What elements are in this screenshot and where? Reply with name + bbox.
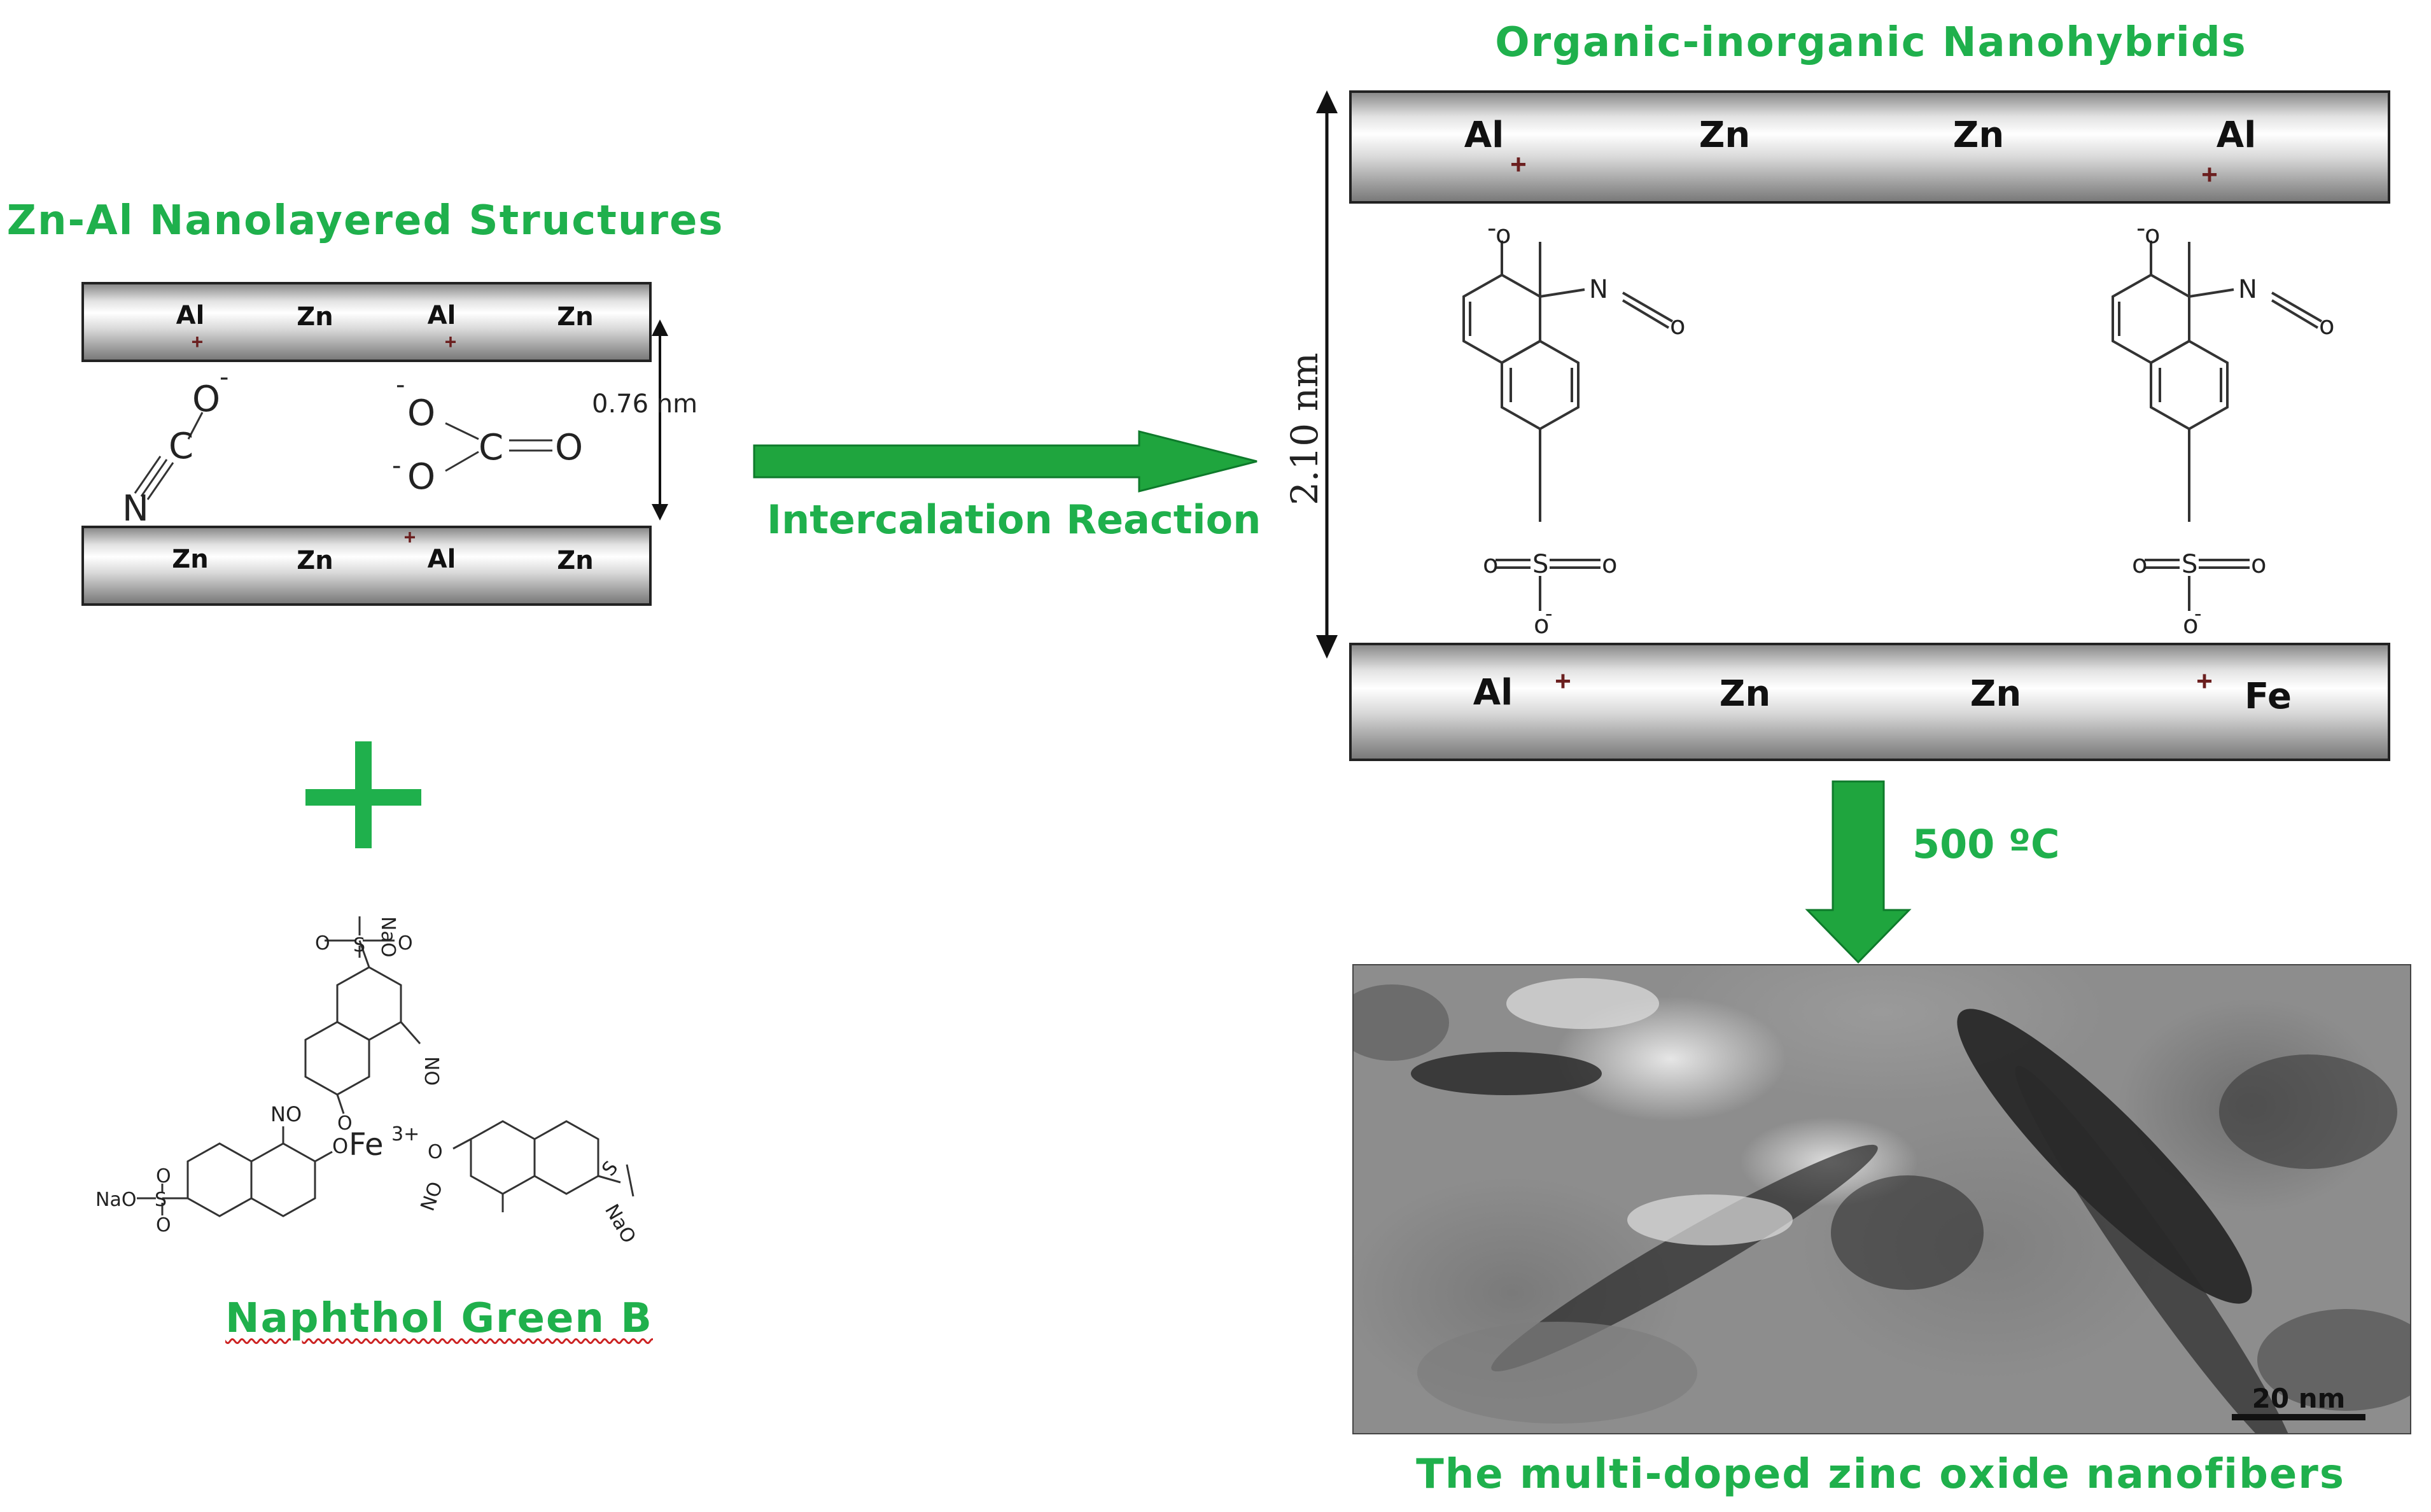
cyanate-anion: N C O - bbox=[122, 363, 228, 529]
metal-label: Zn bbox=[172, 545, 209, 574]
scale-bar-label: 20 nm bbox=[2252, 1383, 2346, 1414]
metal-label: Al bbox=[427, 545, 456, 574]
iron-ion: Fe bbox=[349, 1127, 384, 1163]
atom-o: o bbox=[2319, 311, 2334, 340]
left-top-layer: Al + Zn Al + Zn bbox=[81, 282, 652, 362]
metal-label: Al bbox=[1473, 672, 1513, 713]
metal-label: Zn bbox=[1699, 115, 1751, 156]
sulfonate-group: NaO bbox=[95, 1189, 136, 1211]
left-bottom-layer: Zn Zn + Al Zn bbox=[81, 526, 652, 606]
atom-o: O bbox=[407, 456, 435, 498]
positive-charge: + bbox=[2196, 666, 2213, 697]
atom-o: O bbox=[332, 1134, 348, 1158]
positive-charge: + bbox=[1510, 149, 1527, 180]
positive-charge: + bbox=[444, 330, 457, 353]
atom-o: O bbox=[337, 1112, 353, 1135]
atom-n: N bbox=[122, 488, 149, 529]
left-title: Zn-Al Nanolayered Structures bbox=[6, 197, 724, 244]
tem-micrograph: 20 nm bbox=[1352, 964, 2411, 1434]
charge: - bbox=[392, 451, 401, 480]
atom-o: o bbox=[2145, 220, 2160, 249]
atom-o: O bbox=[398, 932, 413, 955]
atom-o: O bbox=[315, 932, 330, 955]
positive-charge: + bbox=[1555, 666, 1571, 697]
metal-label: Zn bbox=[1970, 673, 2022, 715]
bottom-caption: The multi-doped zinc oxide nanofibers bbox=[1416, 1451, 2345, 1498]
atom-n: N bbox=[2238, 275, 2257, 304]
atom-o: o bbox=[1602, 550, 1617, 579]
atom-s: S bbox=[155, 1189, 167, 1211]
charge: - bbox=[396, 370, 405, 400]
atom-o: O bbox=[156, 1214, 171, 1236]
metal-label: Zn bbox=[557, 302, 594, 332]
atom-o: o bbox=[1483, 550, 1498, 579]
left-spacing-label: 0.76 nm bbox=[592, 389, 698, 419]
charge: - bbox=[2194, 601, 2202, 626]
intercalation-label: Intercalation Reaction bbox=[767, 496, 1261, 543]
atom-o: O bbox=[428, 1141, 443, 1163]
charge: - bbox=[1487, 214, 1496, 243]
metal-label: Zn bbox=[1952, 115, 2005, 156]
atom-o: o bbox=[1670, 311, 1685, 340]
atom-o: O bbox=[555, 427, 583, 468]
atom-n: N bbox=[1589, 275, 1608, 304]
right-bottom-layer: Al + Zn Zn + Fe bbox=[1349, 643, 2390, 761]
atom-s: S bbox=[1532, 550, 1548, 579]
positive-charge: + bbox=[2201, 159, 2218, 190]
metal-label: Zn bbox=[297, 546, 333, 575]
atom-o: o bbox=[2183, 610, 2198, 640]
iron-charge: 3+ bbox=[391, 1123, 419, 1145]
sulfonate-group: NaO bbox=[377, 916, 399, 957]
intercalated-anion-left bbox=[1462, 241, 1673, 611]
positive-charge: + bbox=[403, 526, 416, 549]
atom-c: C bbox=[479, 427, 503, 468]
temperature-label: 500 ºC bbox=[1912, 821, 2060, 867]
atom-o: o bbox=[2132, 550, 2147, 579]
metal-label: Al bbox=[176, 301, 205, 330]
metal-label: Al bbox=[1464, 115, 1504, 156]
carbonate-anion: O - C O O - bbox=[392, 370, 583, 498]
nanofiber-texture bbox=[1354, 978, 2410, 1433]
atom-o: O bbox=[407, 393, 435, 434]
charge: - bbox=[2136, 214, 2145, 243]
right-top-layer: Al + Zn Zn Al + bbox=[1349, 90, 2390, 204]
metal-label: Zn bbox=[297, 302, 333, 332]
positive-charge: + bbox=[191, 330, 204, 353]
atom-o: o bbox=[2251, 550, 2266, 579]
atom-o: o bbox=[1496, 220, 1511, 249]
metal-label: Al bbox=[2216, 115, 2257, 156]
atom-s: S bbox=[2182, 550, 2197, 579]
charge: - bbox=[220, 363, 228, 392]
atom-o: o bbox=[1534, 610, 1549, 640]
nitroso-group: NO bbox=[420, 1056, 442, 1086]
charge: - bbox=[1545, 601, 1553, 626]
atom-c: C bbox=[169, 426, 193, 467]
atom-o: O bbox=[156, 1165, 171, 1187]
right-title: Organic-inorganic Nanohybrids bbox=[1495, 19, 2247, 66]
intercalated-anion-right bbox=[2112, 241, 2322, 611]
naphthol-green-b-label: Naphthol Green B bbox=[225, 1295, 653, 1342]
atom-o: O bbox=[192, 379, 220, 420]
nitroso-group: NO bbox=[270, 1102, 302, 1126]
atom-s: S bbox=[353, 934, 365, 956]
metal-label: Zn bbox=[557, 546, 594, 575]
metal-label: Al bbox=[427, 301, 456, 330]
metal-label: Zn bbox=[1719, 673, 1771, 715]
metal-label: Fe bbox=[2245, 676, 2292, 717]
scale-bar bbox=[2232, 1414, 2365, 1420]
